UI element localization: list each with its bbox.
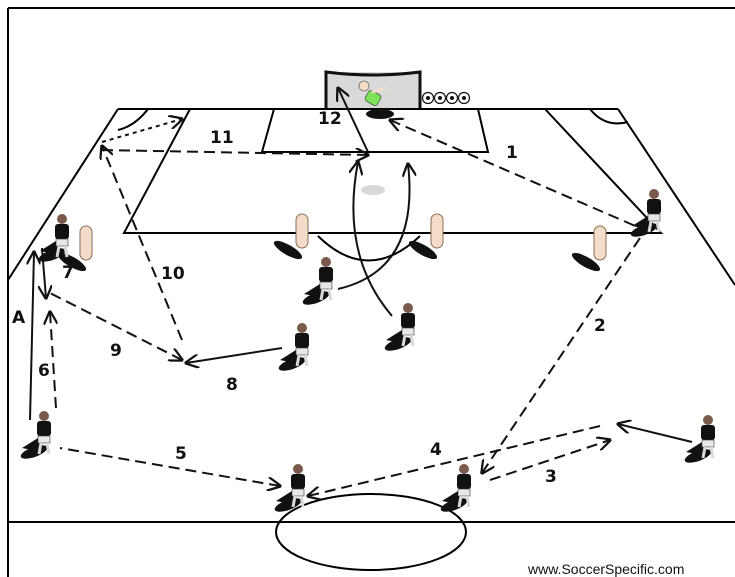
- pass-arrows: [30, 88, 693, 496]
- label-12: 12: [318, 109, 342, 129]
- label-5: 5: [175, 444, 187, 464]
- field-markings: [7, 7, 735, 577]
- label-11: 11: [210, 128, 234, 148]
- mannequins: [55, 213, 607, 275]
- label-4: 4: [430, 440, 442, 460]
- players: [17, 187, 717, 516]
- label-6: 6: [38, 361, 50, 381]
- label-8: 8: [226, 375, 238, 395]
- label-7: 7: [62, 263, 74, 283]
- site-credit: www.SoccerSpecific.com: [527, 561, 684, 577]
- ball-supply: [421, 91, 471, 105]
- label-1: 1: [506, 143, 518, 163]
- goalkeeper: [358, 80, 394, 119]
- step-labels: 1 2 3 4 5 6 7 8 9 10 11 12 A: [12, 109, 606, 487]
- label-10: 10: [161, 264, 185, 284]
- label-2: 2: [594, 316, 606, 336]
- label-3: 3: [545, 467, 557, 487]
- label-9: 9: [110, 341, 122, 361]
- label-a: A: [12, 308, 26, 328]
